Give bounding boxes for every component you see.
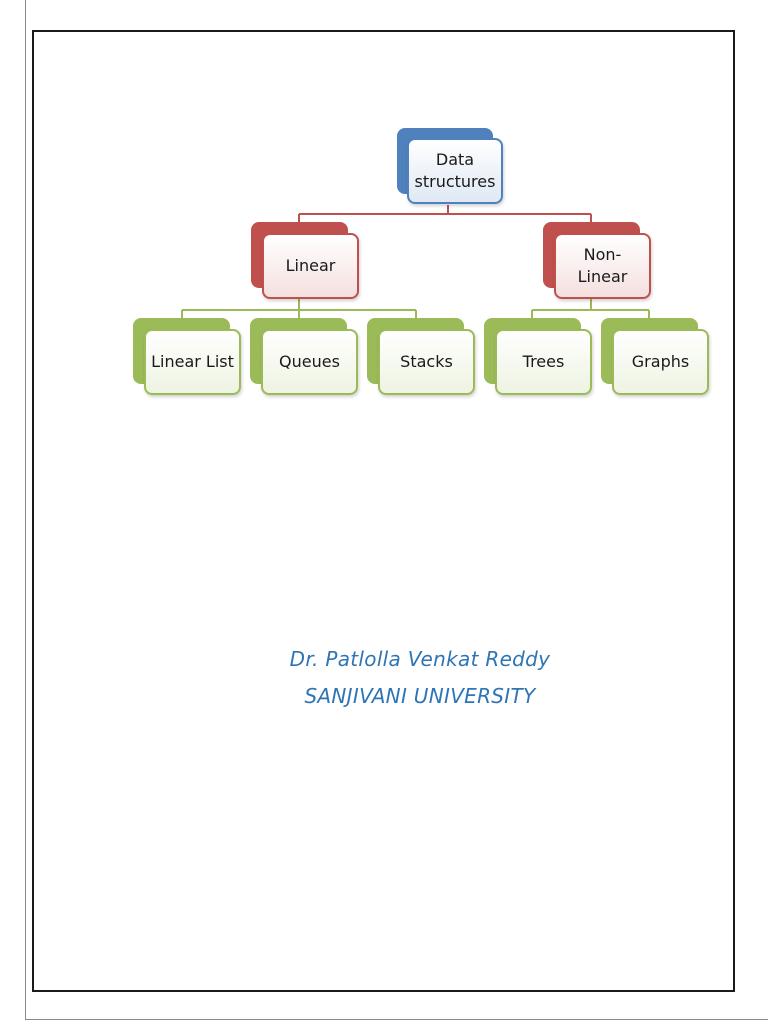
root-connector <box>298 205 592 226</box>
linear-connector <box>181 299 417 320</box>
node-label-line1: Non- <box>583 245 622 264</box>
node-data-structures: Data structures <box>397 128 505 206</box>
node-label: Queues <box>279 352 340 371</box>
node-linear: Linear <box>251 222 360 300</box>
node-label-line1: Data <box>435 150 475 169</box>
nonlinear-connector <box>531 299 650 320</box>
node-stacks: Stacks <box>367 318 476 396</box>
node-label: Trees <box>522 352 565 371</box>
node-label: Graphs <box>631 352 690 371</box>
node-label: Stacks <box>400 352 453 371</box>
node-label: Linear List <box>151 352 234 371</box>
institution-name: SANJIVANI UNIVERSITY <box>304 684 536 708</box>
node-label-line2: Linear <box>577 267 628 286</box>
page-border-frame <box>32 30 735 992</box>
node-label-line1: Linear <box>285 256 336 275</box>
node-label-line2: structures <box>414 172 496 191</box>
node-box: Queues <box>261 329 358 395</box>
author-name: Dr. Patlolla Venkat Reddy <box>289 647 551 671</box>
node-box: Graphs <box>612 329 709 395</box>
page-edge-bottom <box>25 1019 768 1020</box>
node-box: Trees <box>495 329 592 395</box>
node-trees: Trees <box>484 318 593 396</box>
page-edge-left <box>25 0 26 1020</box>
node-box: Linear List <box>144 329 241 395</box>
node-box: Linear <box>262 233 359 299</box>
node-box: Non- Linear <box>554 233 651 299</box>
node-box: Stacks <box>378 329 475 395</box>
node-non-linear: Non- Linear <box>543 222 652 300</box>
node-box: Data structures <box>407 138 503 204</box>
node-graphs: Graphs <box>601 318 710 396</box>
node-linear-list: Linear List <box>133 318 242 396</box>
node-queues: Queues <box>250 318 359 396</box>
